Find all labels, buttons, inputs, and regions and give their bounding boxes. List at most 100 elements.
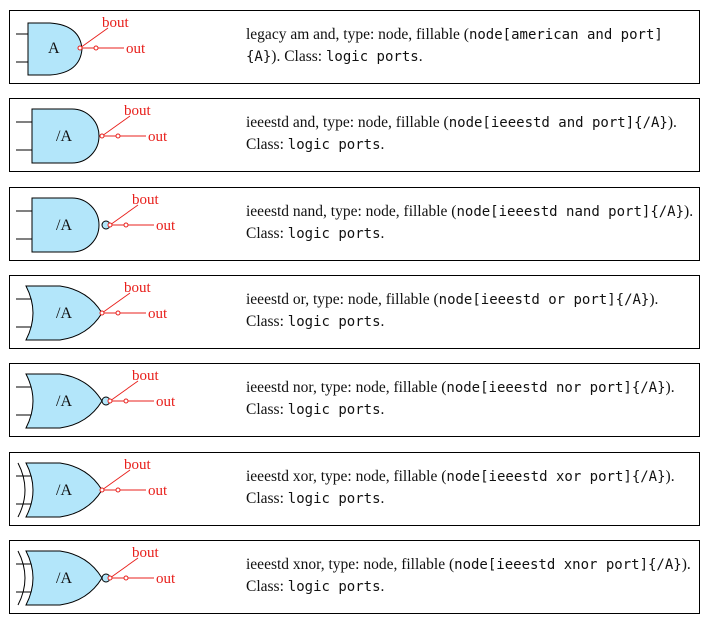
desc-end: . (380, 490, 385, 507)
bout-anchor-line (109, 204, 139, 226)
gate-entry-ieee-nor: /A bout out ieeestd nor, type: node, fillab… (9, 363, 700, 437)
out-anchor-label: out (156, 394, 176, 410)
desc-text: ieeestd or, type: node, fillable ( (246, 291, 439, 308)
gate-description: ieeestd xor, type: node, fillable (node[… (246, 466, 696, 510)
desc-code: node[ieeestd xor port]{/A} (446, 469, 666, 485)
bout-anchor-label: bout (124, 280, 152, 296)
bout-anchor-dot (107, 398, 113, 404)
bout-anchor-dot (99, 487, 105, 493)
desc-class: logic ports (287, 314, 381, 330)
bout-anchor-line (109, 380, 139, 402)
gate-entry-ieee-and: /A bout out ieeestd and, type: node, fillab… (9, 98, 700, 172)
gate-node-label: /A (56, 128, 72, 145)
gate-description: ieeestd nand, type: node, fillable (node… (246, 201, 696, 245)
desc-text: ieeestd nand, type: node, fillable ( (246, 203, 457, 220)
gate-description: ieeestd and, type: node, fillable (node[… (246, 112, 696, 156)
xor-extra-arc (17, 550, 26, 606)
desc-code: node[ieeestd nor port]{/A} (446, 380, 666, 396)
gate-body (31, 108, 100, 164)
desc-class: logic ports (325, 49, 419, 65)
gate-description: ieeestd nor, type: node, fillable (node[… (246, 377, 696, 421)
desc-text: ieeestd and, type: node, fillable ( (246, 114, 449, 131)
out-anchor-label: out (148, 129, 168, 145)
out-anchor-dot (115, 310, 121, 316)
xor-extra-arc (17, 462, 26, 518)
out-anchor-dot (123, 575, 129, 581)
desc-end: . (380, 401, 385, 418)
gate-description: ieeestd xnor, type: node, fillable (node… (246, 554, 696, 598)
out-anchor-label: out (148, 483, 168, 499)
out-anchor-label: out (126, 41, 146, 57)
bout-anchor-line (109, 557, 139, 579)
gate-body (25, 373, 103, 429)
bout-anchor-label: bout (124, 103, 152, 119)
desc-end: . (380, 313, 385, 330)
bout-anchor-label: bout (132, 368, 160, 384)
gate-node-label: A (48, 40, 60, 57)
bout-anchor-dot (77, 45, 83, 51)
desc-class-prefix: ). Class: (271, 48, 326, 65)
desc-text: legacy am and, type: node, fillable ( (246, 26, 469, 43)
desc-class: logic ports (287, 579, 381, 595)
desc-class: logic ports (287, 402, 381, 418)
bout-anchor-label: bout (132, 545, 160, 561)
desc-code: node[ieeestd xnor port]{/A} (454, 557, 682, 573)
desc-class: logic ports (287, 226, 381, 242)
out-anchor-dot (115, 133, 121, 139)
gate-entry-ieee-or: /A bout out ieeestd or, type: node, fillabl… (9, 275, 700, 349)
bout-anchor-line (79, 27, 109, 49)
gate-body (31, 197, 100, 253)
bout-anchor-dot (107, 575, 113, 581)
gate-description: ieeestd or, type: node, fillable (node[i… (246, 289, 696, 333)
out-anchor-label: out (156, 571, 176, 587)
desc-class: logic ports (287, 491, 381, 507)
desc-code: node[american and port]{A} (246, 27, 663, 65)
bout-anchor-line (101, 115, 131, 137)
desc-code: node[ieeestd or port]{/A} (438, 292, 650, 308)
gate-node-label: /A (56, 393, 72, 410)
bout-anchor-line (101, 292, 131, 314)
gate-body (25, 550, 103, 606)
desc-class-prefix: ). Class: (246, 468, 675, 507)
desc-text: ieeestd xnor, type: node, fillable ( (246, 556, 455, 573)
gate-node-label: /A (56, 305, 72, 322)
gate-node-label: /A (56, 482, 72, 499)
out-anchor-label: out (148, 306, 168, 322)
gate-description: legacy am and, type: node, fillable (nod… (246, 24, 696, 68)
gate-node-label: /A (56, 570, 72, 587)
desc-end: . (380, 578, 385, 595)
ieee-and-gate-icon: /A bout out (16, 103, 168, 164)
bout-anchor-dot (99, 133, 105, 139)
bout-anchor-dot (99, 310, 105, 316)
bout-anchor-line (101, 469, 131, 491)
gate-entry-ieee-xnor: /A bout out ieeestd xnor, type: node, filla… (9, 540, 700, 614)
desc-code: node[ieeestd and port]{/A} (448, 115, 668, 131)
bout-anchor-label: bout (132, 192, 160, 208)
out-anchor-dot (93, 45, 99, 51)
desc-class-prefix: ). Class: (246, 114, 677, 153)
desc-text: ieeestd nor, type: node, fillable ( (246, 379, 447, 396)
ieee-nor-gate-icon: /A bout out (16, 368, 176, 429)
gate-node-label: /A (56, 217, 72, 234)
desc-code: node[ieeestd nand port]{/A} (456, 204, 685, 220)
desc-class-prefix: ). Class: (246, 379, 675, 418)
desc-text: ieeestd xor, type: node, fillable ( (246, 468, 447, 485)
gate-body (25, 285, 103, 341)
desc-end: . (418, 48, 423, 65)
out-anchor-dot (123, 222, 129, 228)
ieee-or-gate-icon: /A bout out (16, 280, 168, 341)
desc-class-prefix: ). Class: (246, 291, 659, 330)
bout-anchor-label: bout (102, 15, 130, 31)
out-anchor-dot (123, 398, 129, 404)
desc-class-prefix: ). Class: (246, 203, 694, 242)
bout-anchor-dot (107, 222, 113, 228)
out-anchor-dot (115, 487, 121, 493)
desc-class: logic ports (287, 137, 381, 153)
ieee-xnor-gate-icon: /A bout out (16, 545, 176, 606)
desc-end: . (380, 136, 385, 153)
bout-anchor-label: bout (124, 457, 152, 473)
